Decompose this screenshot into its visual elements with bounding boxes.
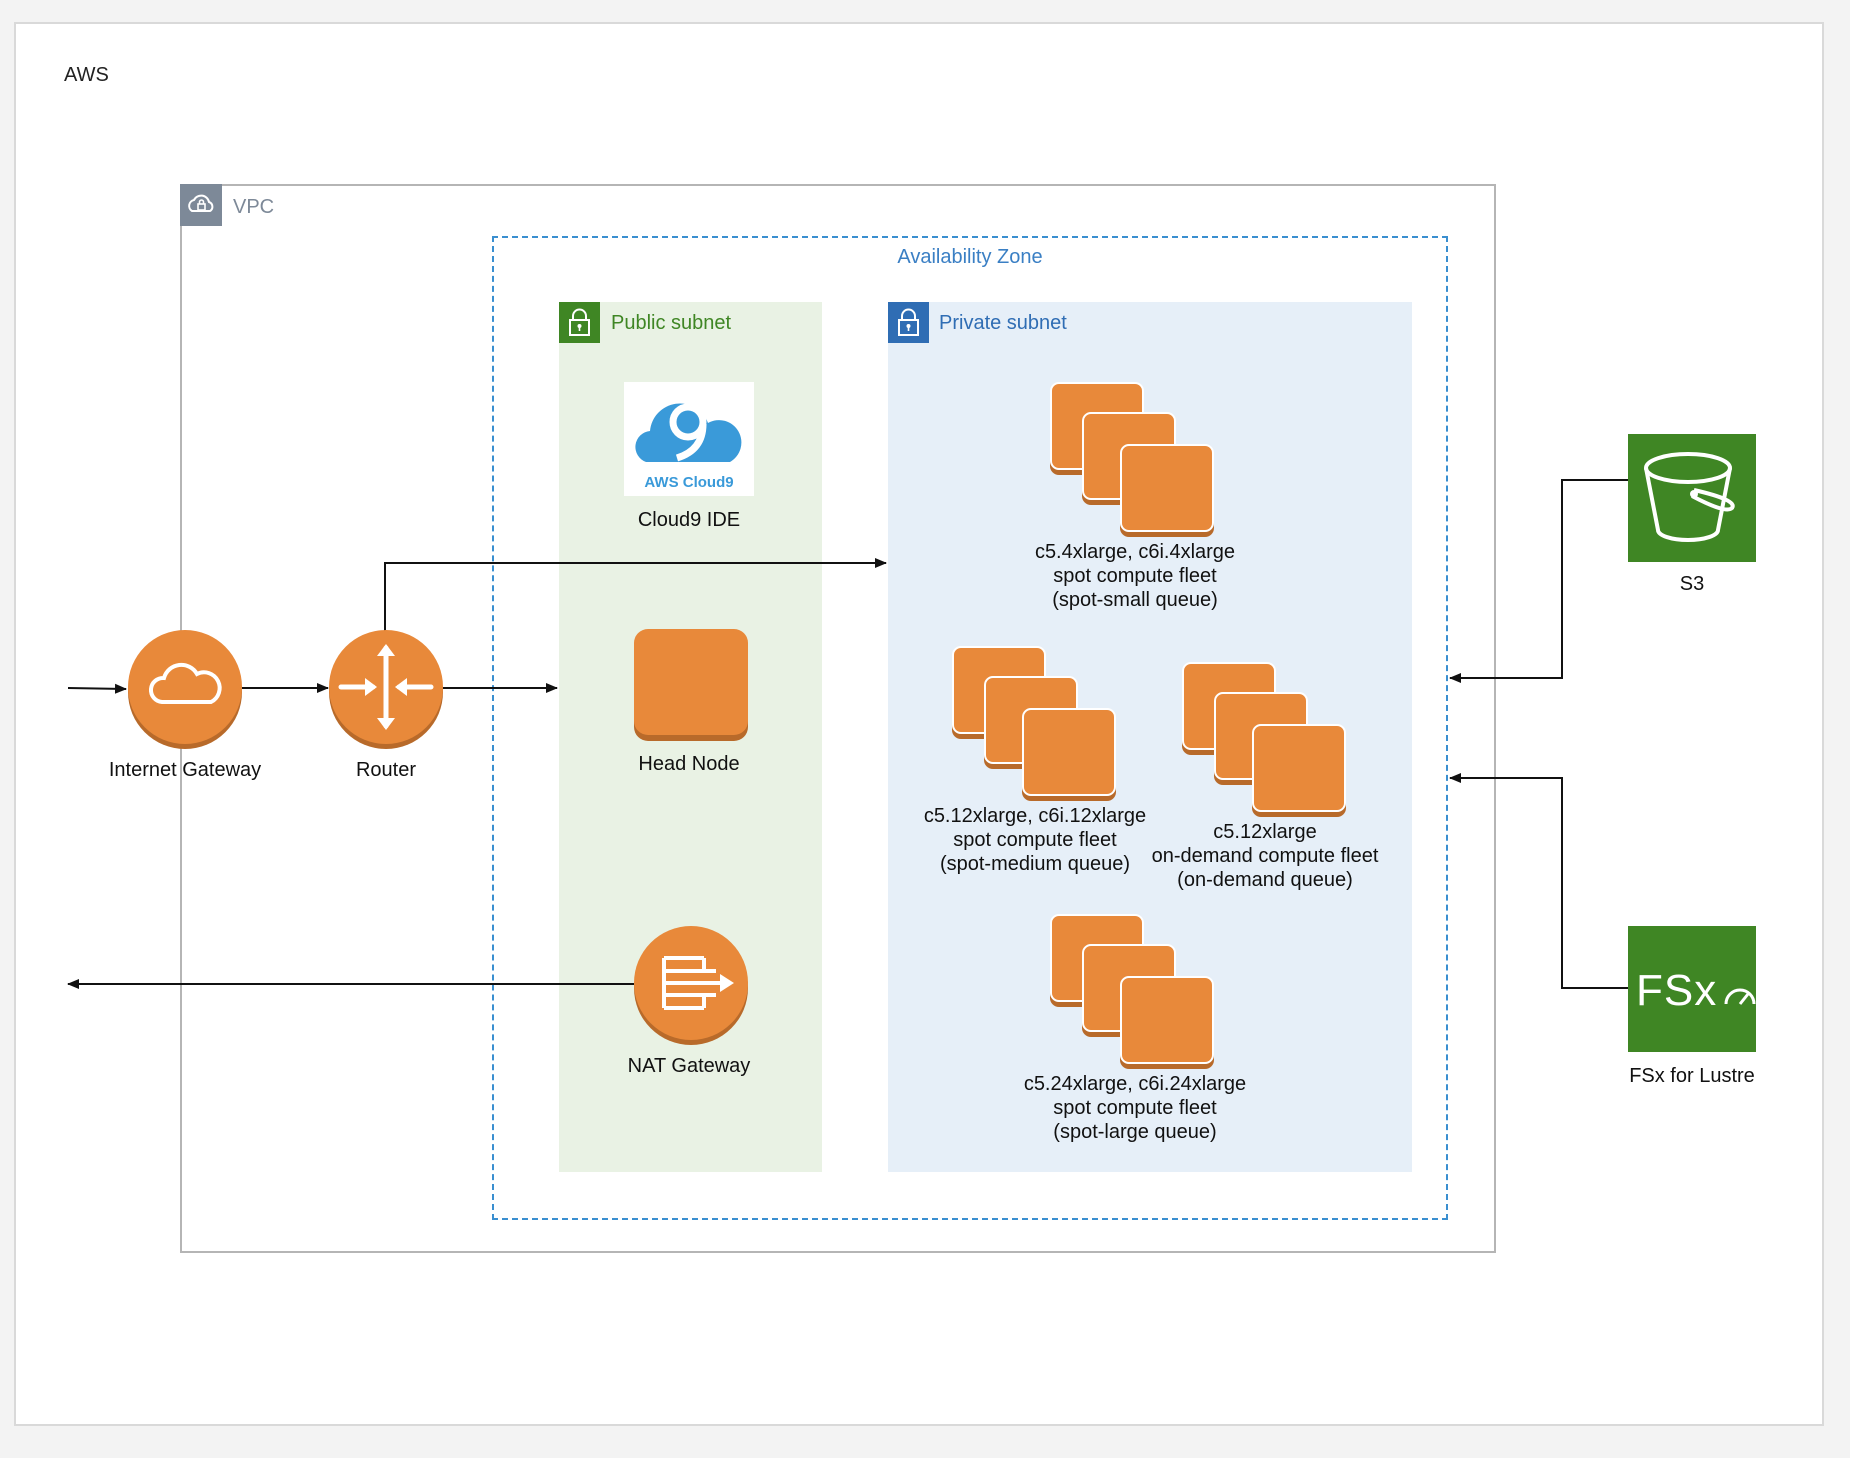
spot-small-fleet-queue: (spot-small queue) <box>1052 589 1218 611</box>
on-demand-fleet-types: c5.12xlarge <box>1213 821 1317 843</box>
vpc-cloud-icon <box>180 184 222 226</box>
cloud9-logo-text: AWS Cloud9 <box>644 474 734 491</box>
fsx-lustre-label: FSx for Lustre <box>1629 1065 1755 1087</box>
private-subnet-label: Private subnet <box>939 312 1067 334</box>
spot-small-fleet-icon <box>1050 382 1214 532</box>
private-subnet-lock-icon <box>888 302 929 343</box>
internet-gateway-icon <box>128 630 242 744</box>
spot-small-fleet-kind: spot compute fleet <box>1053 565 1217 587</box>
availability-zone-boundary <box>492 236 1448 1220</box>
spot-medium-fleet-queue: (spot-medium queue) <box>939 853 1131 875</box>
spot-medium-fleet-label: c5.12xlarge, c6i.12xlarge spot compute f… <box>900 804 1170 876</box>
vpc-label: VPC <box>233 196 275 218</box>
s3-label: S3 <box>1679 573 1705 595</box>
on-demand-fleet-queue: (on-demand queue) <box>1177 869 1353 891</box>
spot-small-fleet-types: c5.4xlarge, c6i.4xlarge <box>1034 541 1236 563</box>
head-node-label: Head Node <box>638 753 740 775</box>
spot-large-fleet-kind: spot compute fleet <box>1053 1097 1217 1119</box>
spot-medium-fleet-icon <box>952 646 1116 796</box>
aws-cloud-label: AWS <box>64 64 109 86</box>
fsx-logo-text: FSx <box>1636 966 1718 1015</box>
on-demand-fleet-label: c5.12xlarge on-demand compute fleet (on-… <box>1130 820 1400 892</box>
public-subnet-lock-icon <box>559 302 600 343</box>
spot-large-fleet-types: c5.24xlarge, c6i.24xlarge <box>1023 1073 1247 1095</box>
cloud9-logo: AWS Cloud9 <box>624 382 754 496</box>
nat-gateway-icon <box>634 926 748 1040</box>
availability-zone-label: Availability Zone <box>897 246 1043 268</box>
on-demand-fleet-kind: on-demand compute fleet <box>1151 845 1379 867</box>
public-subnet-label: Public subnet <box>611 312 732 334</box>
router-label: Router <box>355 759 417 781</box>
spot-small-fleet-label: c5.4xlarge, c6i.4xlarge spot compute fle… <box>1000 540 1270 612</box>
spot-large-fleet-queue: (spot-large queue) <box>1053 1121 1217 1143</box>
spot-medium-fleet-kind: spot compute fleet <box>953 829 1117 851</box>
s3-bucket-icon <box>1628 434 1756 562</box>
cloud9-ide-label: Cloud9 IDE <box>637 509 741 531</box>
on-demand-fleet-icon <box>1182 662 1346 812</box>
spot-large-fleet-label: c5.24xlarge, c6i.24xlarge spot compute f… <box>1000 1072 1270 1144</box>
internet-gateway-label: Internet Gateway <box>108 759 262 781</box>
nat-gateway-label: NAT Gateway <box>627 1055 751 1077</box>
fsx-lustre-icon: FSx <box>1628 926 1756 1052</box>
spot-medium-fleet-types: c5.12xlarge, c6i.12xlarge <box>923 805 1147 827</box>
head-node-instance-icon <box>634 629 748 735</box>
router-icon <box>329 630 443 744</box>
spot-large-fleet-icon <box>1050 914 1214 1064</box>
